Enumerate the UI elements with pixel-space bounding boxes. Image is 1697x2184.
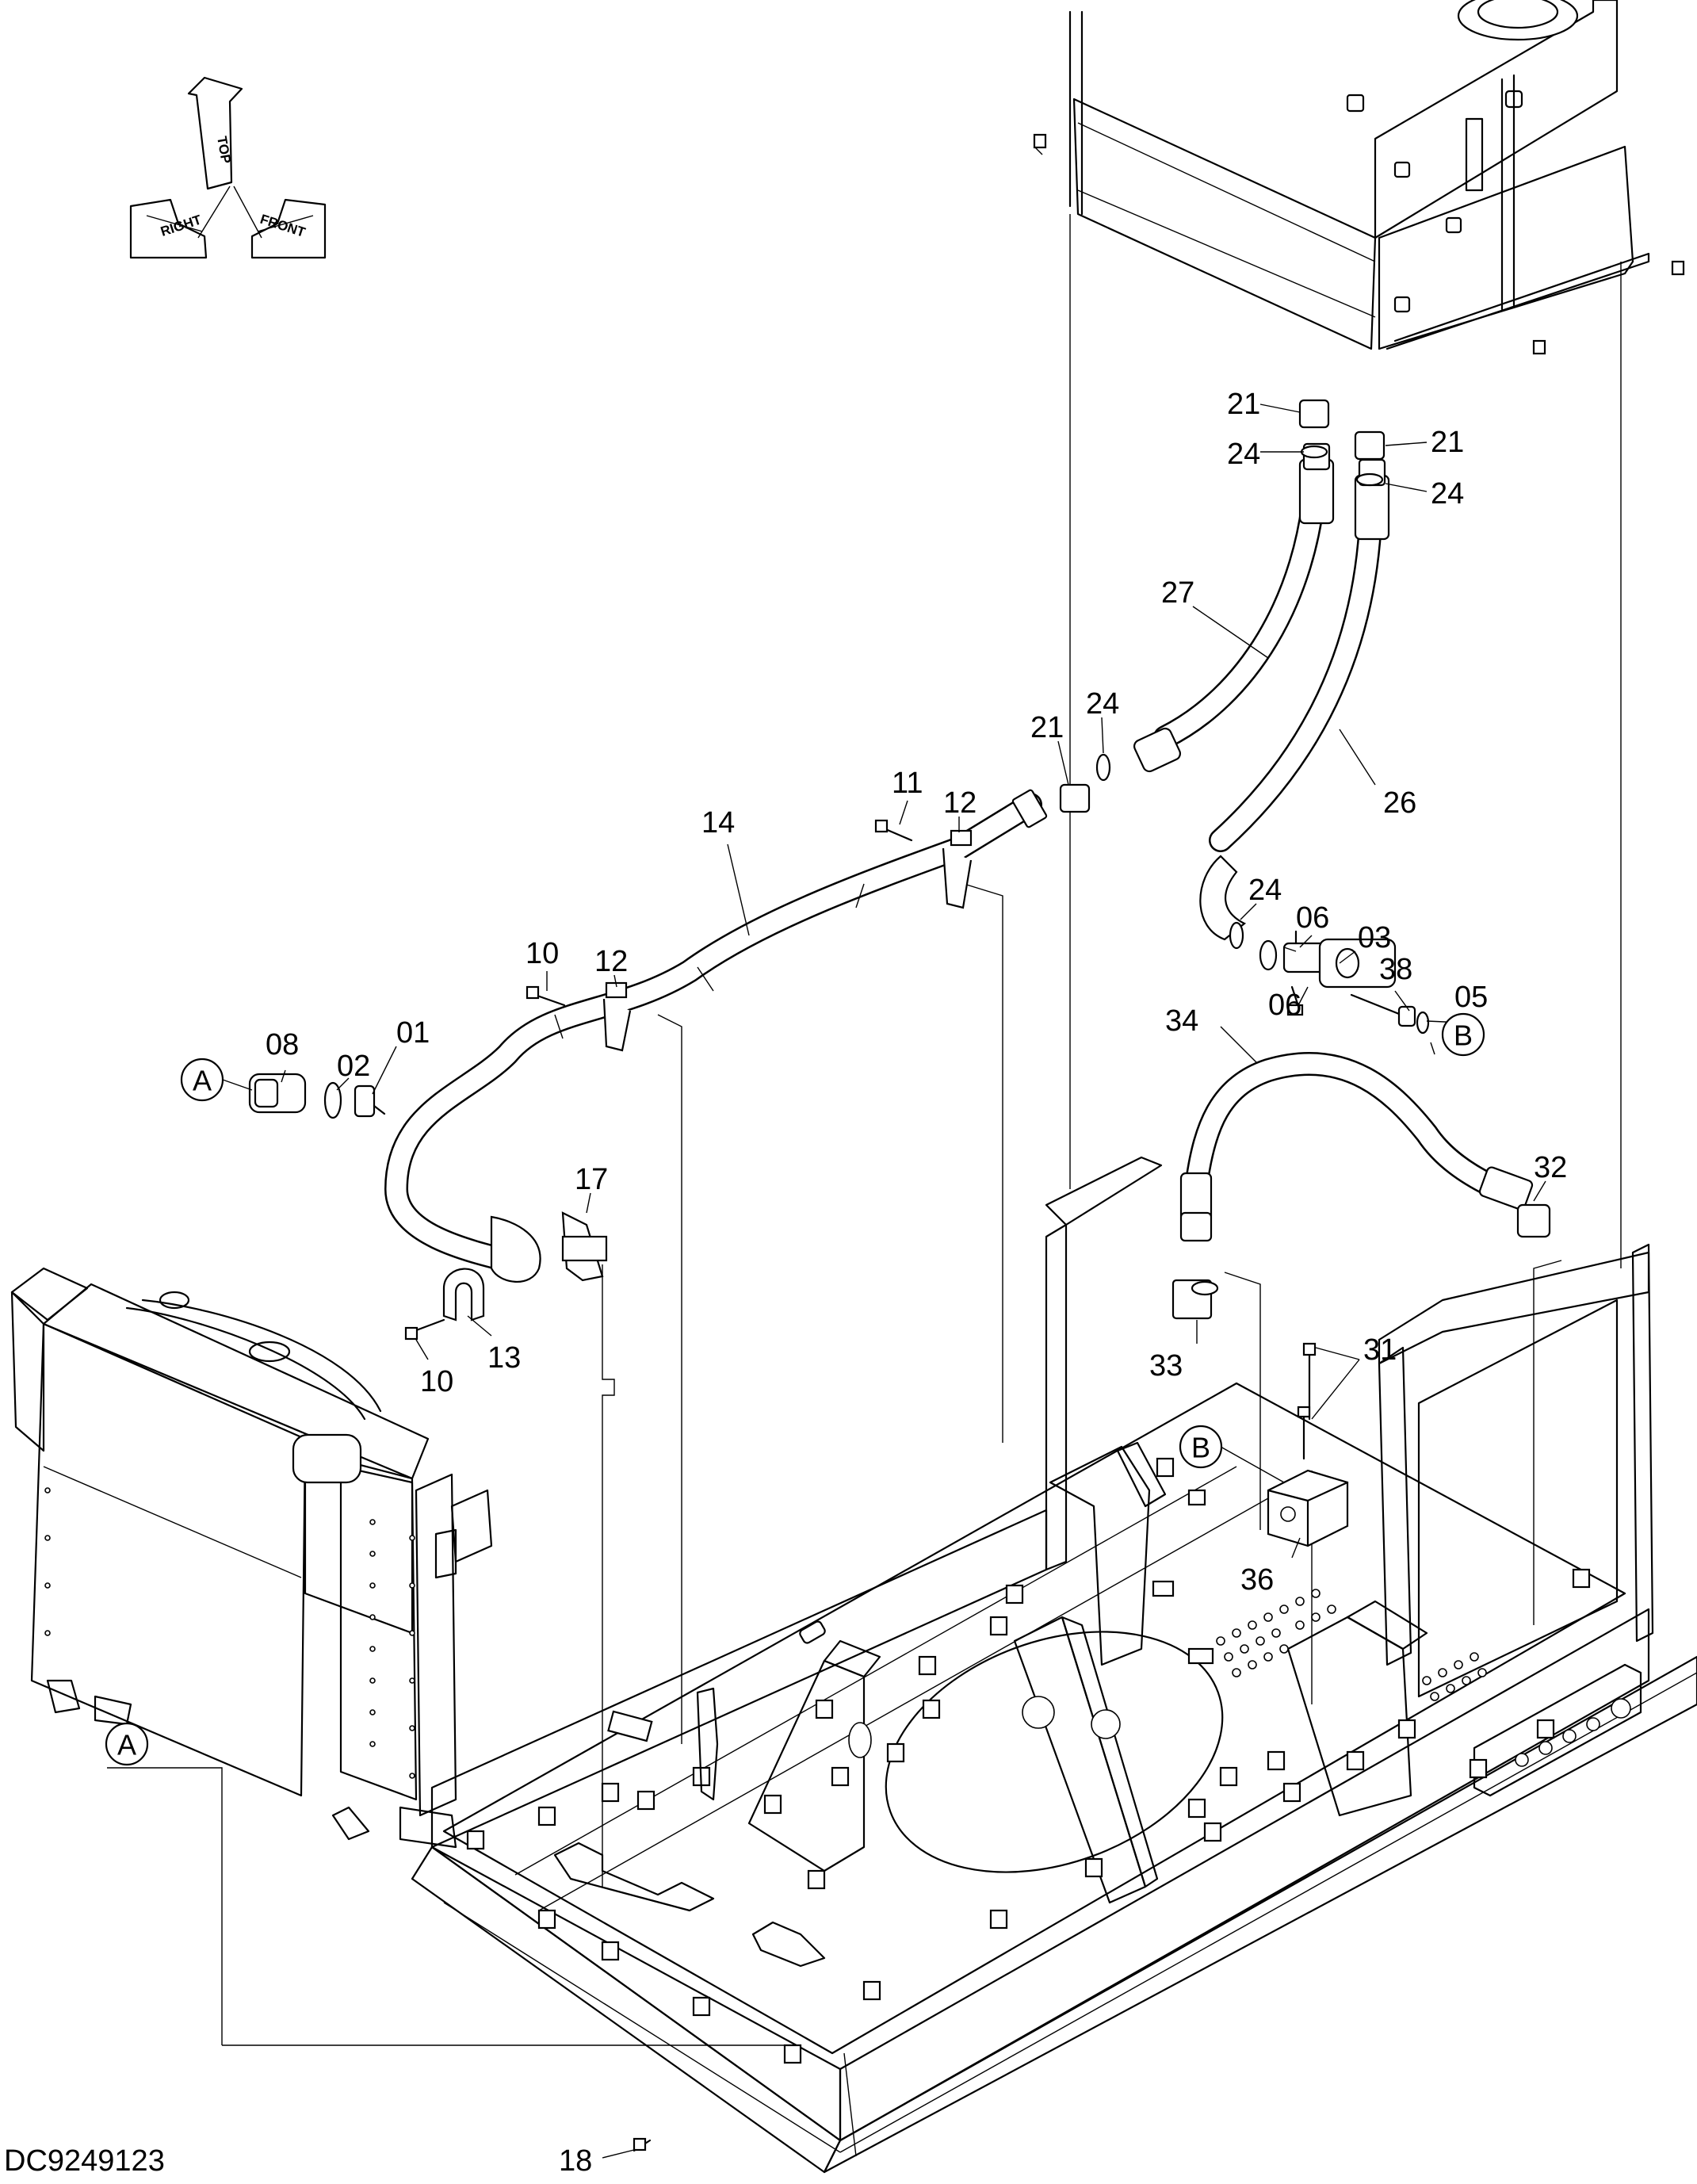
part-number-labels: 21 24 21 24 27 21 24 26 11 12 14 24 06 0… <box>266 388 1567 2178</box>
hydraulic-tank <box>1033 0 1685 355</box>
label-24-d: 24 <box>1248 874 1282 907</box>
label-01: 01 <box>396 1016 430 1050</box>
plate-holes <box>1216 1589 1487 1701</box>
label-05: 05 <box>1454 981 1488 1014</box>
block-03 <box>1259 930 1430 1035</box>
label-10-a: 10 <box>526 937 559 970</box>
label-21-a: 21 <box>1227 388 1260 421</box>
label-10-b: 10 <box>420 1365 453 1398</box>
label-06-b: 06 <box>1268 989 1301 1022</box>
orientation-front-label: FRONT <box>258 212 308 240</box>
drawing-code: DC9249123 <box>4 2144 165 2178</box>
label-03: 03 <box>1358 921 1391 954</box>
label-13: 13 <box>487 1341 521 1375</box>
block-36 <box>1267 1342 1349 1547</box>
label-31: 31 <box>1363 1333 1397 1367</box>
label-36: 36 <box>1240 1563 1274 1597</box>
label-27: 27 <box>1161 576 1194 610</box>
orientation-arrow-icon: TOP RIGHT FRONT <box>129 76 327 259</box>
connector-a-parts <box>248 1073 386 1119</box>
hose-27 <box>1133 442 1335 773</box>
radiator-holes <box>44 1487 415 1779</box>
bolts <box>404 819 913 1341</box>
ref-b-upper: B <box>1454 1019 1473 1052</box>
label-26: 26 <box>1383 786 1416 820</box>
label-34: 34 <box>1165 1004 1198 1038</box>
label-32: 32 <box>1534 1151 1567 1184</box>
clamp-13-bracket-17 <box>442 1211 608 1321</box>
fittings-upper <box>1059 399 1386 950</box>
label-21-c: 21 <box>1030 711 1064 744</box>
label-11: 11 <box>892 767 923 800</box>
label-06-a: 06 <box>1296 901 1329 935</box>
label-38: 38 <box>1379 953 1412 986</box>
label-18: 18 <box>559 2144 592 2178</box>
label-24-a: 24 <box>1227 438 1260 471</box>
leader-lines <box>107 214 1622 2157</box>
label-33: 33 <box>1149 1349 1183 1383</box>
label-14: 14 <box>701 806 735 840</box>
orientation-right-label: RIGHT <box>159 212 204 239</box>
label-02: 02 <box>337 1050 370 1083</box>
ref-b-lower: B <box>1191 1432 1210 1464</box>
label-24-b: 24 <box>1431 477 1464 511</box>
label-12-a: 12 <box>943 786 977 820</box>
label-08: 08 <box>266 1028 299 1061</box>
reference-markers: A A B B <box>105 1012 1485 1766</box>
label-leaders <box>281 404 1546 2159</box>
label-17: 17 <box>575 1163 608 1196</box>
pipe-14 <box>384 789 1048 1283</box>
radiator <box>10 1267 493 1849</box>
base-frame <box>411 1156 1697 2174</box>
label-21-b: 21 <box>1431 426 1464 459</box>
ref-a-upper: A <box>193 1065 212 1097</box>
frame-tabs <box>466 1457 1591 2064</box>
ref-a-lower: A <box>117 1729 136 1761</box>
hose-34 <box>1171 1051 1551 1320</box>
label-12-b: 12 <box>594 945 628 978</box>
label-24-c: 24 <box>1086 687 1119 721</box>
